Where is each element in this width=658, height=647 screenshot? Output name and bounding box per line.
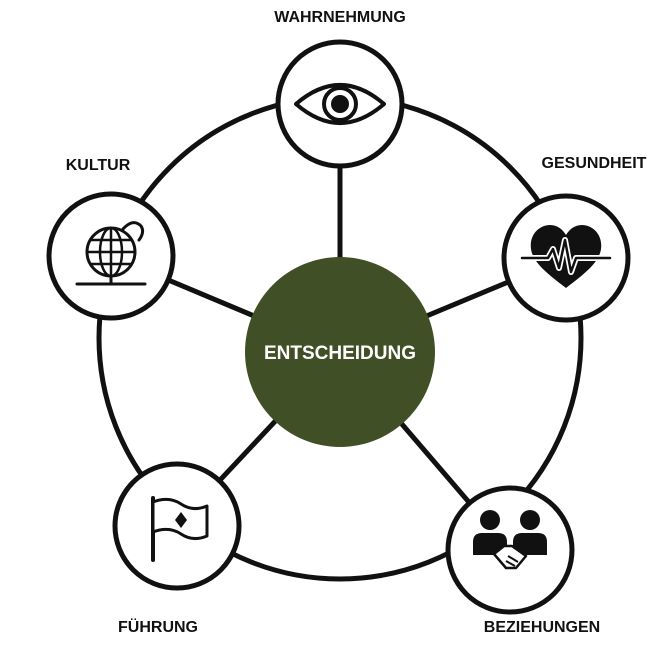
- node-kultur: [46, 191, 176, 321]
- handshake-people-icon: [473, 510, 547, 570]
- globe-icon: [75, 221, 147, 286]
- flag-icon: [151, 496, 209, 562]
- label-wahrnehmung: WAHRNEHMUNG: [274, 9, 406, 26]
- eye-icon: [294, 83, 386, 125]
- node-beziehungen: [445, 485, 575, 615]
- label-beziehungen: BEZIEHUNGEN: [484, 619, 600, 636]
- node-fuehrung: [112, 461, 242, 591]
- label-fuehrung: FÜHRUNG: [118, 617, 198, 636]
- center-label: ENTSCHEIDUNG: [264, 343, 416, 364]
- node-gesundheit: [501, 193, 631, 323]
- node-wahrnehmung: [275, 39, 405, 169]
- center-circle: [245, 257, 435, 447]
- label-gesundheit: GESUNDHEIT: [542, 155, 647, 172]
- heartbeat-icon: [519, 225, 613, 288]
- label-kultur: KULTUR: [66, 157, 131, 174]
